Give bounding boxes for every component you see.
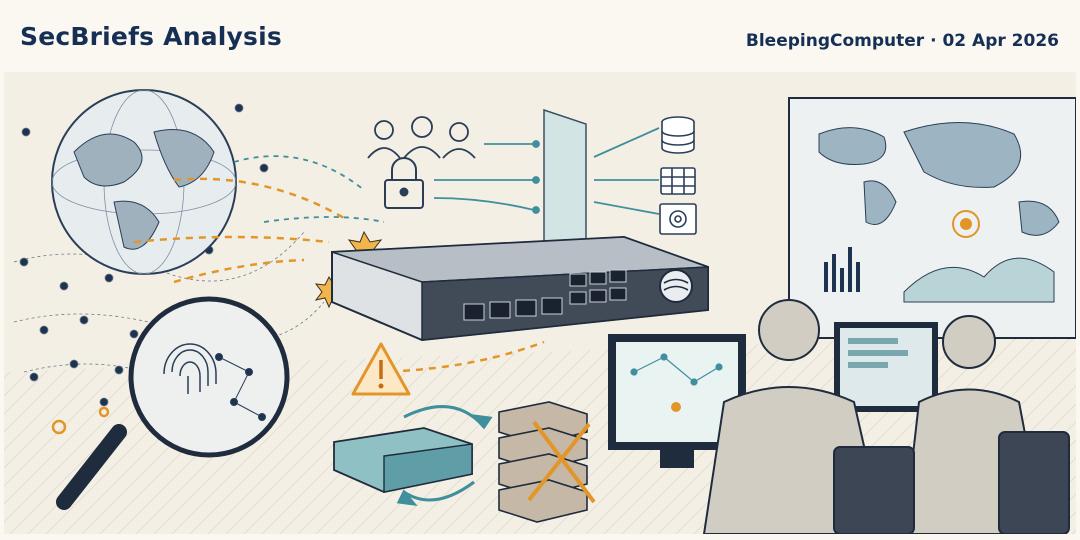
- office-chairs: [833, 431, 1070, 534]
- magnifier-icon: [56, 296, 290, 510]
- fingerprint-icon: [163, 343, 217, 394]
- site-header: SecBriefs Analysis BleepingComputer · 02…: [0, 0, 1080, 72]
- wall-map: [788, 97, 1076, 339]
- users-icon: [367, 116, 476, 159]
- grid-icon: [660, 167, 696, 195]
- site-brand-title[interactable]: SecBriefs Analysis: [20, 22, 282, 51]
- target-marker: [51, 406, 110, 435]
- globe-icon: [51, 89, 237, 275]
- attack-paths: [133, 177, 545, 374]
- illustration-canvas: [4, 72, 1076, 534]
- warning-icon: [351, 342, 411, 396]
- database-icon: [661, 116, 695, 154]
- refresh-arrows-icon: [396, 405, 493, 506]
- gear-icon: [659, 203, 697, 235]
- hero-illustration: [4, 72, 1076, 534]
- deprecated-servers: [498, 401, 596, 523]
- teal-paths: [233, 155, 385, 223]
- magnifier-network: [215, 353, 266, 421]
- lock-icon: [384, 157, 424, 209]
- source-date-line: BleepingComputer · 02 Apr 2026: [745, 31, 1059, 51]
- network-switch: [331, 235, 709, 342]
- analyst-monitor: [608, 334, 746, 468]
- flow-arrows: [433, 127, 660, 215]
- replacement-device: [333, 427, 473, 493]
- second-monitor: [834, 322, 938, 412]
